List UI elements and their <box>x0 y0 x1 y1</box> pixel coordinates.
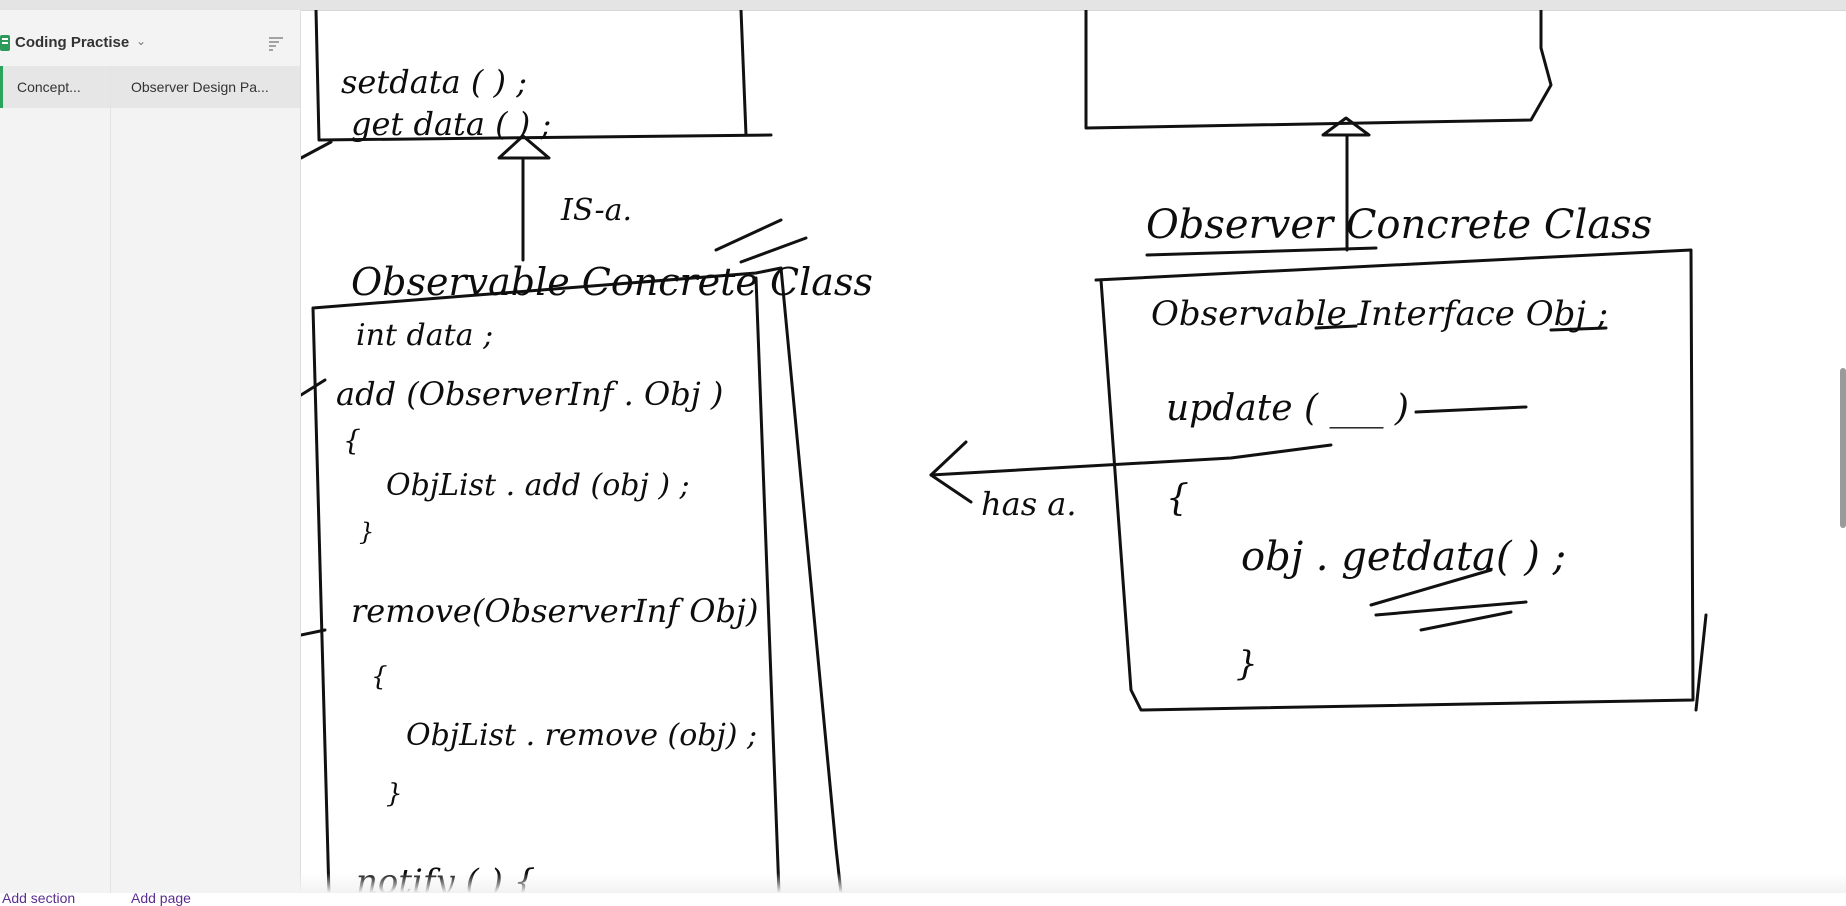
observable-line-objlist-add: ObjList . add (obj ) ; <box>386 468 690 503</box>
observer-line-close-brace: } <box>1236 644 1258 684</box>
sort-icon[interactable] <box>267 36 285 57</box>
canvas-bottom-fade <box>300 873 1846 893</box>
notebook-sidebar: Coding Practise ⌄ Concept... Observer De… <box>0 10 301 906</box>
page-item-observer-design-pattern[interactable]: Observer Design Pa... <box>111 66 300 108</box>
observable-line-add: add (ObserverInf . Obj ) <box>336 375 723 413</box>
observer-box-outline <box>1084 8 1553 130</box>
handwritten-diagram: setdata ( ) ; get data ( ) ; IS-a. Obser… <box>299 8 1708 902</box>
section-item-label: Concept... <box>17 79 81 95</box>
observer-line-interface-obj: Observable Interface Obj ; <box>1151 294 1608 334</box>
observable-line-close-brace-1: } <box>359 518 374 546</box>
observable-line-remove: remove(ObserverInf Obj) <box>351 592 758 630</box>
getdata-method: get data ( ) ; <box>351 105 551 143</box>
observer-concrete-title: Observer Concrete Class <box>1146 202 1652 248</box>
is-a-triangle <box>497 134 551 160</box>
observable-concrete-box <box>311 266 843 897</box>
has-a-label: has a. <box>981 485 1077 523</box>
vertical-scrollbar-thumb[interactable] <box>1840 368 1846 528</box>
notebook-title: Coding Practise <box>15 34 130 51</box>
add-section-button[interactable]: Add section <box>2 890 76 906</box>
notebook-header[interactable]: Coding Practise ⌄ <box>0 22 300 66</box>
left-box-outline <box>314 8 773 142</box>
observer-triangle <box>1321 116 1371 137</box>
observable-line-open-brace-1: { <box>343 424 361 457</box>
page-item-label: Observer Design Pa... <box>131 79 269 95</box>
drawing-canvas[interactable]: setdata ( ) ; get data ( ) ; IS-a. Obser… <box>299 8 1846 902</box>
observable-line-close-brace-2: } <box>386 779 403 809</box>
observable-concrete-title: Observable Concrete Class <box>351 260 873 304</box>
observable-line-objlist-remove: ObjList . remove (obj) ; <box>406 718 757 753</box>
observable-line-int-data: int data ; <box>356 318 493 353</box>
chevron-down-icon[interactable]: ⌄ <box>136 34 147 48</box>
notebook-icon <box>0 34 12 57</box>
section-item-concepts[interactable]: Concept... <box>0 66 110 108</box>
is-a-label: IS-a. <box>560 193 632 228</box>
add-page-button[interactable]: Add page <box>131 890 191 906</box>
setdata-method: setdata ( ) ; <box>341 63 527 101</box>
observer-line-getdata: obj . getdata( ) ; <box>1241 534 1566 580</box>
observable-line-open-brace-2: { <box>371 662 388 692</box>
observer-line-update: update ( ___ ) <box>1166 388 1409 429</box>
window-top-bar <box>0 0 1846 11</box>
section-list: Concept... <box>0 66 111 893</box>
observer-line-open-brace: { <box>1166 478 1189 519</box>
has-a-arrow <box>929 443 1333 477</box>
observer-concrete-box <box>1094 248 1695 712</box>
